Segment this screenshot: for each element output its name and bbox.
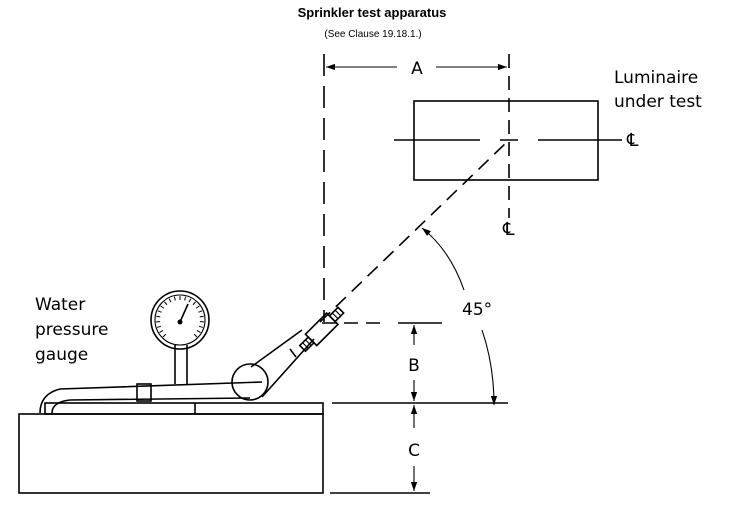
gauge-tick — [192, 301, 196, 306]
gauge-tick — [198, 310, 203, 313]
gauge-tick — [199, 315, 204, 318]
gauge-tick — [156, 315, 161, 318]
gauge-needle — [179, 303, 189, 323]
gauge-tick — [198, 325, 203, 328]
gauge-tick-marks — [156, 296, 204, 338]
sprinkler-nozzle — [298, 306, 345, 353]
gauge-tick — [162, 333, 167, 338]
gauge-tick — [195, 305, 200, 309]
luminaire-label-line1: Luminaire — [614, 68, 698, 88]
gauge-tick — [196, 330, 201, 333]
pressure-gauge-icon — [150, 290, 210, 350]
supply-pipe-inner — [51, 397, 251, 414]
angle-arc-upper — [421, 227, 465, 291]
gauge-tick — [184, 296, 187, 301]
riser-pipe-joint — [289, 348, 297, 358]
riser-pipe-outer — [261, 338, 315, 398]
gauge-needle-hub — [177, 319, 183, 325]
angle-label: 45° — [462, 300, 492, 320]
tank-body — [18, 413, 324, 494]
dimension-b-label: B — [408, 356, 420, 376]
dimension-a-label: A — [411, 59, 423, 79]
gauge-label-line1: Water — [35, 295, 85, 315]
pressure-gauge-inner-ring — [154, 294, 206, 346]
centerline-symbol-bottom: ℄ — [502, 219, 515, 240]
ball-valve — [231, 363, 269, 401]
figure-title: Sprinkler test apparatus — [298, 5, 447, 20]
pipe-coupling — [136, 383, 152, 402]
supply-pipe — [39, 381, 263, 414]
angle-arc-lower — [481, 329, 498, 406]
gauge-label-line3: gauge — [35, 345, 88, 365]
centerline-symbol-right: ℄ — [626, 130, 639, 151]
gauge-tick — [160, 305, 165, 309]
gauge-tick — [193, 333, 198, 338]
gauge-tick — [157, 310, 162, 313]
gauge-tick — [164, 301, 168, 306]
riser-pipe-inner — [250, 329, 303, 368]
dimension-c-label: C — [408, 441, 420, 461]
gauge-label-line2: pressure — [35, 320, 108, 340]
gauge-tick — [159, 330, 164, 333]
gauge-tick — [168, 298, 172, 303]
gauge-tick — [157, 325, 162, 328]
figure-subtitle: (See Clause 19.18.1.) — [324, 29, 421, 40]
luminaire-label-line2: under test — [614, 92, 702, 112]
tank-top-plate — [44, 402, 324, 415]
gauge-tick — [188, 298, 192, 303]
gauge-tick — [173, 296, 176, 301]
